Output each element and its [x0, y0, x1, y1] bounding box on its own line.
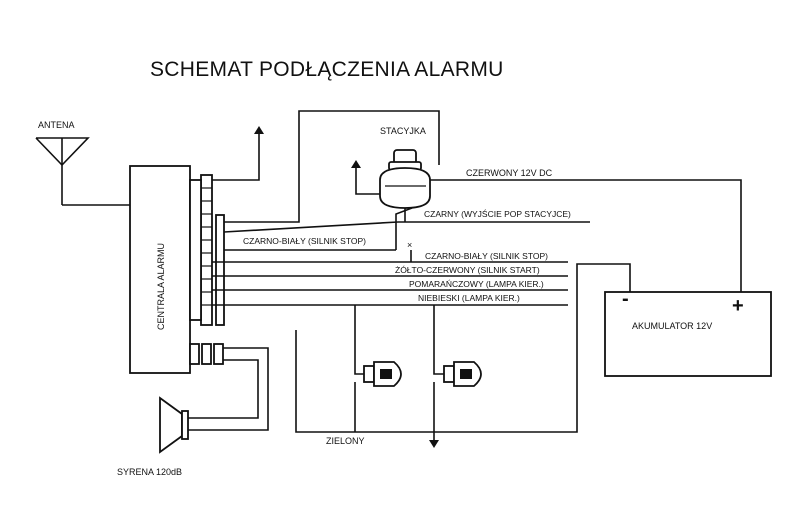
siren-horn-icon — [159, 396, 189, 454]
lamp-right-icon — [443, 361, 482, 387]
diagram-title: SCHEMAT PODŁĄCZENIA ALARMU — [150, 58, 504, 81]
siren-label: SYRENA 120dB — [117, 467, 182, 477]
black-white-upper-label: CZARNO-BIAŁY (SILNIK STOP) — [243, 236, 366, 246]
antenna-label: ANTENA — [38, 120, 75, 130]
ignition-label: STACYJKA — [380, 126, 426, 136]
battery-minus: - — [622, 288, 629, 310]
central-unit-box — [129, 165, 191, 374]
unit-connector-base — [189, 179, 202, 321]
red-wire-label: CZERWONY 12V DC — [466, 168, 553, 178]
green-wire-label: ZIELONY — [326, 436, 365, 446]
blue-label: NIEBIESKI (LAMPA KIER.) — [418, 293, 520, 303]
black-white-lower-label: CZARNO-BIAŁY (SILNIK STOP) — [425, 251, 548, 261]
secondary-connector — [215, 214, 225, 326]
yellow-red-label: ŻÓŁTO-CZERWONY (SILNIK START) — [395, 265, 540, 275]
siren-connector — [189, 343, 224, 365]
lamp-left-icon — [363, 361, 402, 387]
cut-mark: × — [407, 240, 412, 250]
main-connector — [200, 174, 213, 326]
battery-label: AKUMULATOR 12V — [632, 321, 712, 331]
black-wire-label: CZARNY (WYJŚCIE POP STACYJCE) — [424, 208, 571, 219]
ignition-key-icon — [379, 149, 431, 209]
battery-plus: + — [732, 295, 744, 317]
battery-box — [604, 291, 772, 377]
ignition-out-arrow-icon — [351, 160, 361, 168]
ground-arrow-icon — [429, 440, 439, 448]
central-unit-label: CENTRALA ALARMU — [156, 243, 166, 330]
wire-up-arrow-icon — [254, 126, 264, 134]
orange-label: POMARAŃCZOWY (LAMPA KIER.) — [409, 279, 544, 289]
antenna-icon — [35, 137, 132, 206]
